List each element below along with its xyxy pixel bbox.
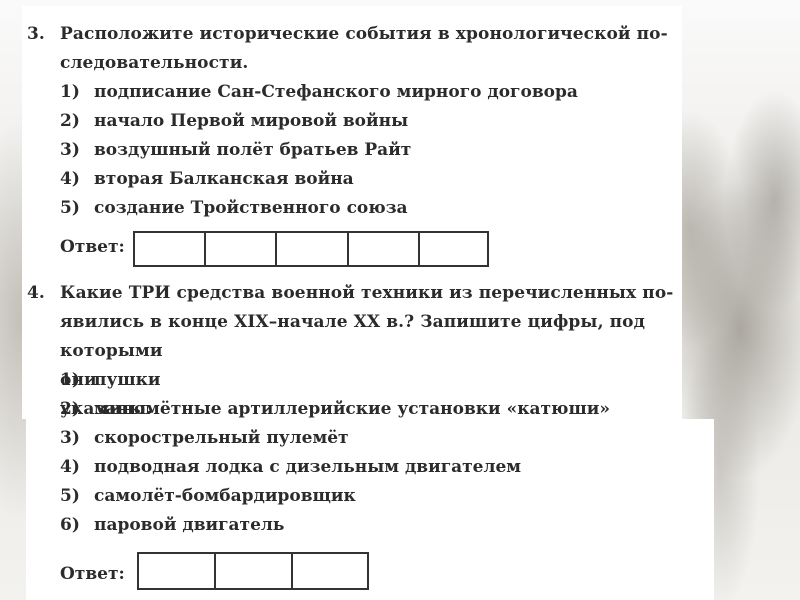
task-3-option-1: 1)подписание Сан-Стефанского мирного дог…: [60, 82, 578, 102]
text-panel-bottom: [26, 419, 714, 600]
answer-cell[interactable]: [139, 554, 216, 588]
task-4-option-1: 1)пушки: [60, 370, 161, 390]
task-4-question-line-2: явились в конце XIX–начале XX в.? Запиши…: [60, 312, 646, 332]
task-3-option-5: 5)создание Тройственного союза: [60, 198, 408, 218]
task-4-option-4: 4)подводная лодка с дизельным двигателем: [60, 457, 522, 477]
task-3-question-line-2: следовательности.: [60, 53, 249, 73]
answer-cell[interactable]: [277, 233, 349, 265]
task-4-number: 4.: [27, 283, 45, 303]
answer-cell[interactable]: [135, 233, 207, 265]
answer-cell[interactable]: [206, 233, 278, 265]
task-4-answer-boxes[interactable]: [137, 552, 369, 590]
task-3-option-3: 3)воздушный полёт братьев Райт: [60, 140, 412, 160]
task-4-answer-label: Ответ:: [60, 564, 125, 584]
text-panel-top: [22, 6, 682, 419]
answer-cell[interactable]: [293, 554, 367, 588]
task-4-option-3: 3)скорострельный пулемёт: [60, 428, 349, 448]
task-3-answer-label: Ответ:: [60, 237, 125, 257]
task-4-option-6: 6)паровой двигатель: [60, 515, 285, 535]
task-3-option-4: 4)вторая Балканская война: [60, 169, 354, 189]
task-4-question-line-1: Какие ТРИ средства военной техники из пе…: [60, 283, 674, 303]
answer-cell[interactable]: [420, 233, 487, 265]
task-3-number: 3.: [27, 24, 45, 44]
task-4-question-line-3: которыми они указаны.: [60, 341, 163, 419]
task-4-option-2: 2)миномётные артиллерийские установки «к…: [60, 399, 610, 419]
answer-cell[interactable]: [349, 233, 420, 265]
task-3-option-2: 2)начало Первой мировой войны: [60, 111, 409, 131]
task-4-option-5: 5)самолёт-бомбардировщик: [60, 486, 356, 506]
answer-cell[interactable]: [216, 554, 293, 588]
task-3-question-line-1: Расположите исторические события в хроно…: [60, 24, 668, 44]
task-3-answer-boxes[interactable]: [133, 231, 489, 267]
emphasis-digits: цифры: [527, 312, 598, 332]
